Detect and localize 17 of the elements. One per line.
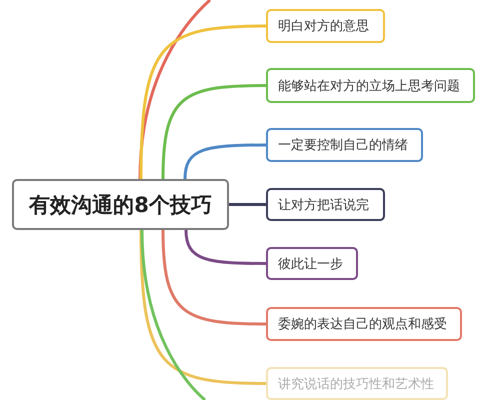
- branch-line: [162, 230, 266, 326]
- branch-line: [140, 24, 266, 180]
- subtopic-box: 一定要控制自己的情绪: [266, 128, 423, 162]
- subtopic-box: 讲究说话的技巧性和艺术性: [266, 367, 448, 400]
- branch-line: [162, 84, 266, 180]
- subtopic-box: 让对方把话说完: [266, 188, 385, 221]
- subtopic-box: 彼此让一步: [266, 247, 358, 280]
- branch-line: [140, 230, 206, 400]
- subtopic-box: 能够站在对方的立场上思考问题: [266, 68, 475, 103]
- branch-line: [184, 230, 266, 265]
- branch-line: [140, 230, 266, 385]
- branch-line: [229, 203, 266, 206]
- subtopic-box: 明白对方的意思: [266, 9, 385, 43]
- branch-line: [138, 0, 212, 180]
- topic-box: 有效沟通的8个技巧: [12, 179, 229, 230]
- branch-line: [184, 144, 266, 180]
- subtopic-box: 委婉的表达自己的观点和感受: [266, 307, 462, 341]
